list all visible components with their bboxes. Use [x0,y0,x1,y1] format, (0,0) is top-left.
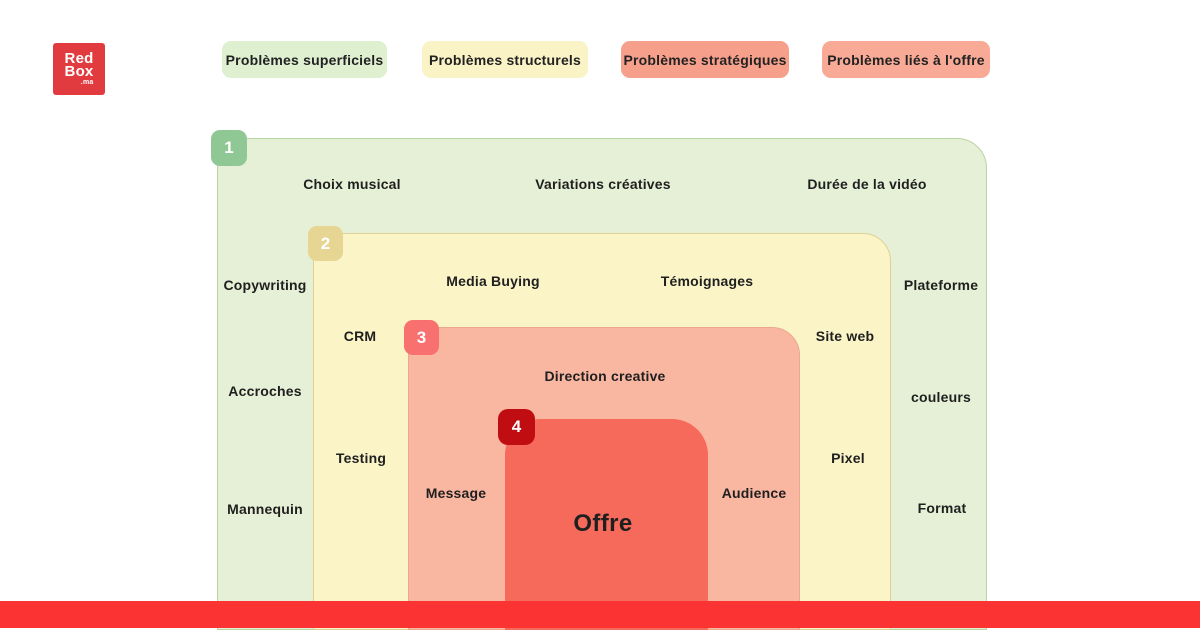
label-direction-creative: Direction creative [544,368,666,384]
label-message: Message [425,485,487,501]
label-copywriting: Copywriting [223,277,307,293]
layer-3-badge: 3 [404,320,439,355]
label-media-buying: Media Buying [446,273,540,289]
label-pixel: Pixel [831,450,865,466]
legend-pill-label: Problèmes structurels [428,51,582,68]
logo-line1: Red [64,49,94,67]
label-choix-musical: Choix musical [303,176,401,192]
legend-pill-label: Problèmes superficiels [225,51,384,68]
label-accroches: Accroches [228,383,302,399]
bottom-red-bar [0,601,1200,628]
label-format: Format [917,500,967,516]
layer-2-badge: 2 [308,226,343,261]
legend-pill-superficiels: Problèmes superficiels [222,41,387,78]
layer-4-badge: 4 [498,409,535,445]
label-variations-creatives: Variations créatives [535,176,671,192]
legend-pill-label: Problèmes liés à l'offre [827,51,985,68]
redbox-logo: Red Box .ma [53,43,105,95]
legend-pill-offre: Problèmes liés à l'offre [822,41,990,78]
label-mannequin: Mannequin [227,501,303,517]
label-audience: Audience [721,485,787,501]
label-temoignages: Témoignages [660,273,754,289]
legend-pill-strategiques: Problèmes stratégiques [621,41,789,78]
layer-4-box [505,419,708,630]
logo-suffix: .ma [80,78,94,86]
label-offre: Offre [573,510,633,537]
legend-pill-label: Problèmes stratégiques [623,51,787,68]
logo-line2: Box [64,62,94,80]
label-testing: Testing [335,450,387,466]
redbox-logo-text: Red Box .ma [64,49,94,87]
legend-pill-structurels: Problèmes structurels [422,41,588,78]
label-duree-video: Durée de la vidéo [807,176,927,192]
label-site-web: Site web [815,328,875,344]
label-couleurs: couleurs [911,389,971,405]
label-crm: CRM [343,328,377,344]
label-plateforme: Plateforme [903,277,979,293]
layer-1-badge: 1 [211,130,247,166]
